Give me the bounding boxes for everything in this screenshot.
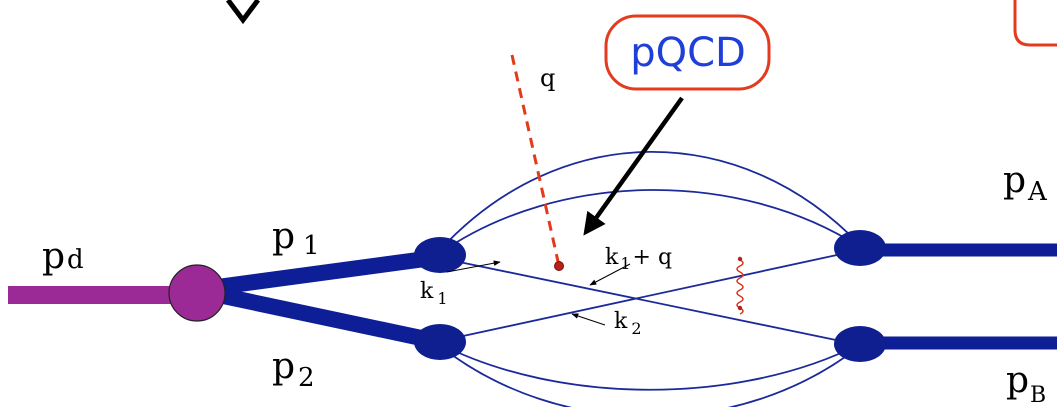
quark-line-bottom-outer — [439, 345, 861, 407]
photon-line — [510, 54, 561, 267]
quark-line-k1 — [439, 257, 861, 346]
photon-vertex — [554, 261, 564, 271]
label-q: q — [540, 64, 555, 92]
gluon-vertex-bottom — [737, 305, 743, 311]
vertex-pA — [834, 230, 886, 266]
vertex-p2 — [414, 324, 466, 360]
label-pB: pB — [1006, 360, 1046, 407]
gluon-vertex-top — [737, 256, 743, 262]
nucleon-line-p2 — [193, 282, 442, 350]
k1-arrow — [446, 260, 501, 273]
nucleon-line-p1 — [193, 249, 442, 298]
quark-lines — [439, 150, 861, 407]
deuteron-vertex — [168, 264, 226, 322]
pqcd-pointer-arrow — [583, 96, 684, 236]
gluon-line — [736, 259, 744, 315]
quark-line-bottom-inner — [439, 343, 861, 391]
pqcd-badge-text: pQCD — [630, 30, 746, 76]
k1q-arrow — [589, 263, 631, 286]
top-arrow-tip — [226, 0, 260, 25]
quark-line-top-outer — [439, 150, 861, 251]
vertex-pB — [834, 326, 886, 362]
k2-arrow — [571, 313, 606, 326]
quark-line-k2 — [439, 249, 861, 342]
pqcd-badge-border — [604, 14, 771, 91]
label-pd: pd — [42, 236, 84, 277]
vertex-p1 — [414, 237, 466, 273]
quark-line-top-inner — [439, 189, 861, 254]
top-right-box-edge — [1013, 0, 1057, 47]
label-pA: pA — [1003, 160, 1048, 207]
